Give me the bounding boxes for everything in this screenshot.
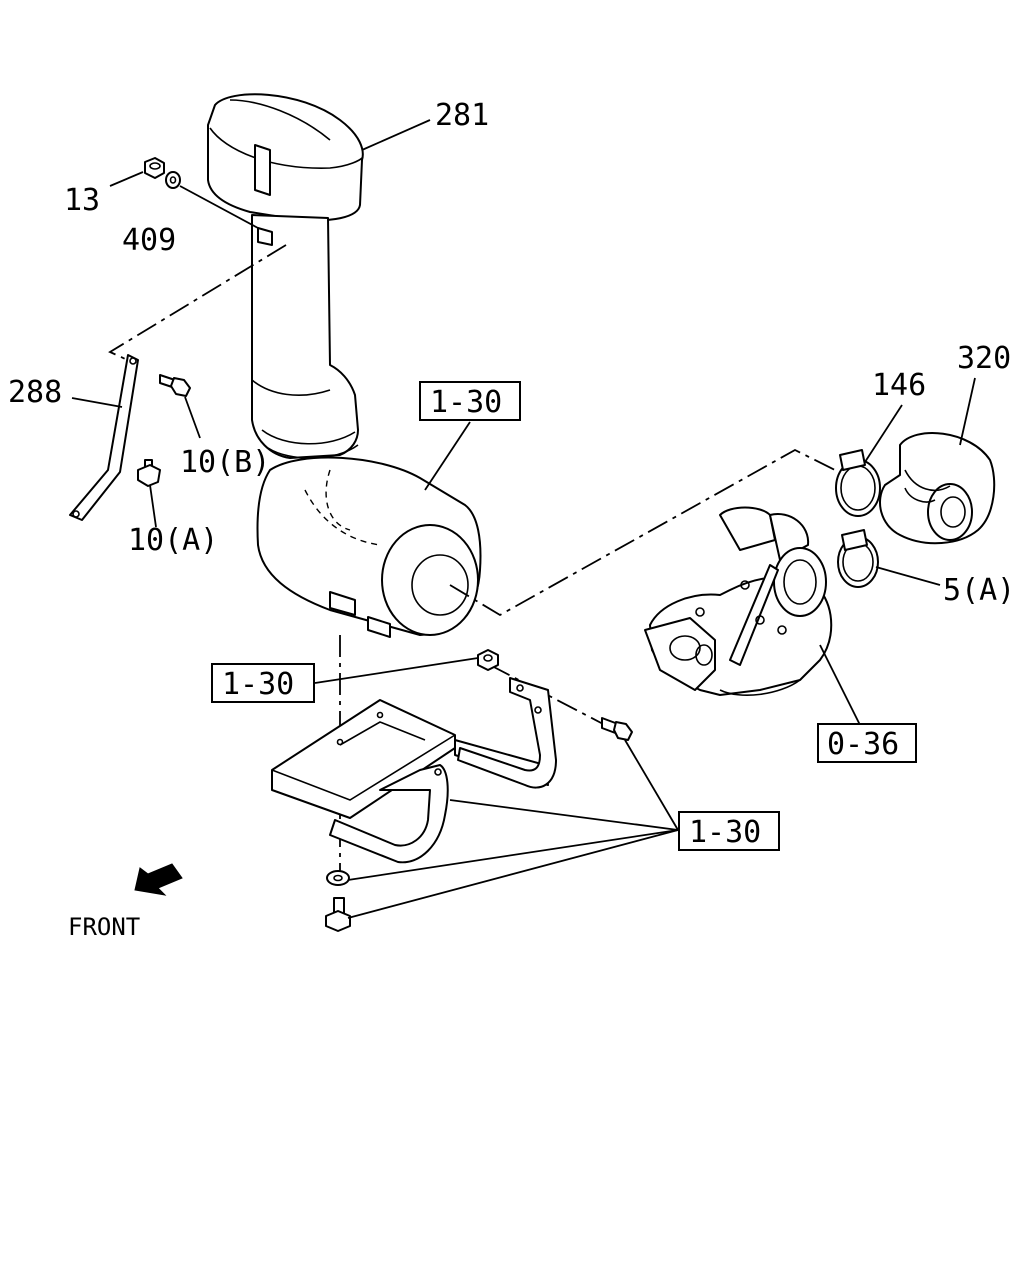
ref-bottom-text: 1-30 [689, 815, 761, 850]
leader-lines [71, 119, 976, 919]
bolt-10b [159, 374, 191, 397]
nut-13 [144, 157, 165, 179]
washer-409 [165, 171, 181, 189]
callout-5a: 5(A) [943, 573, 1015, 608]
bracket-288 [69, 354, 139, 521]
callout-281: 281 [435, 98, 489, 133]
air-cleaner-bracket [271, 677, 557, 864]
callout-10a: 10(A) [128, 523, 218, 558]
callout-146: 146 [872, 368, 926, 403]
ref-box-turbo [817, 723, 917, 763]
bolt-bracket [601, 717, 633, 741]
callout-409: 409 [122, 223, 176, 258]
washer-bottom [326, 870, 350, 886]
ref-box-top [419, 381, 521, 421]
assembly-line-nut [489, 664, 606, 726]
turbocharger [644, 506, 833, 696]
bolt-10a [137, 459, 161, 487]
front-arrow-icon [134, 863, 183, 896]
ref-turbo-text: 0-36 [827, 727, 899, 762]
ref-top-text: 1-30 [430, 385, 502, 420]
clamp-146 [835, 449, 881, 517]
ref-box-bottom [678, 811, 780, 851]
nut-mid [477, 649, 499, 671]
callout-10b: 10(B) [180, 445, 270, 480]
clamp-5a [837, 529, 879, 588]
hose-320 [879, 432, 996, 545]
assembly-line-bracket [108, 244, 287, 363]
callout-288: 288 [8, 375, 62, 410]
intake-duct-281 [207, 93, 364, 459]
bolt-bottom [325, 897, 351, 932]
front-label: FRONT [68, 913, 140, 941]
ref-box-mid [211, 663, 315, 703]
ref-mid-text: 1-30 [222, 667, 294, 702]
callout-320: 320 [957, 341, 1011, 376]
washer-line [179, 185, 259, 229]
callout-13: 13 [64, 183, 100, 218]
assembly-line-hose [449, 448, 836, 617]
air-cleaner-body [256, 456, 482, 638]
